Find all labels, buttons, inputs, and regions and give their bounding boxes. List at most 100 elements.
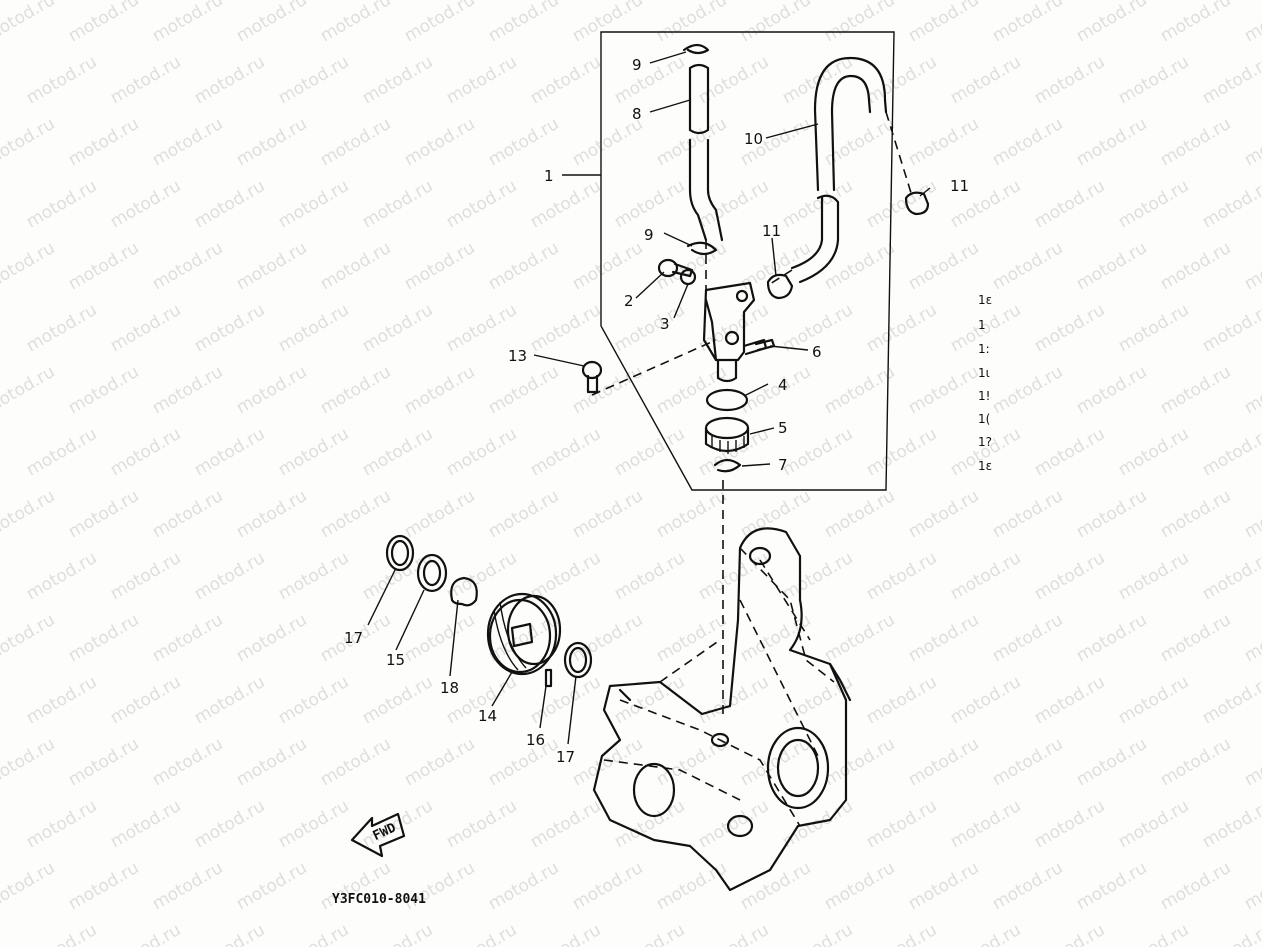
watermark-text: motod.ru (611, 424, 689, 480)
watermark-text: motod.ru (149, 362, 227, 418)
watermark-text: motod.ru (107, 176, 185, 232)
label-2: 2 (624, 292, 634, 310)
watermark-text: motod.ru (191, 424, 269, 480)
watermark-text: motod.ru (1031, 52, 1109, 108)
watermark-text: motod.ru (1241, 486, 1262, 542)
watermark-text: motod.ru (191, 176, 269, 232)
watermark-text: motod.ru (1157, 362, 1235, 418)
watermark-text: motod.ru (527, 424, 605, 480)
watermark-text: motod.ru (569, 610, 647, 666)
watermark-text: motod.ru (1241, 0, 1262, 46)
watermark-text: motod.ru (779, 424, 857, 480)
watermark-text: motod.ru (1031, 920, 1109, 947)
label-11-right: 11 (950, 177, 969, 195)
watermark-text: motod.ru (1241, 610, 1262, 666)
watermark-text: motod.ru (527, 176, 605, 232)
watermark-text: motod.ru (1031, 548, 1109, 604)
watermark-text: motod.ru (401, 486, 479, 542)
watermark-text: motod.ru (779, 548, 857, 604)
watermark-text: motod.ru (569, 0, 647, 46)
hose-8 (688, 63, 724, 242)
watermark-text: motod.ru (401, 610, 479, 666)
watermark-text: motod.ru (485, 362, 563, 418)
watermark-text: motod.ru (989, 486, 1067, 542)
watermark-text: motod.ru (443, 52, 521, 108)
oil-pump-body (702, 281, 768, 383)
watermark-text: motod.ru (191, 300, 269, 356)
watermark-text: motod.ru (191, 548, 269, 604)
watermark-text: motod.ru (0, 486, 59, 542)
watermark-text: motod.ru (989, 362, 1067, 418)
watermark-text: motod.ru (947, 52, 1025, 108)
watermark-text: motod.ru (23, 672, 101, 728)
watermark-text: motod.ru (527, 52, 605, 108)
label-3: 3 (660, 315, 670, 333)
watermark-text: motod.ru (401, 734, 479, 790)
watermark-text: motod.ru (1073, 610, 1151, 666)
watermark-text: motod.ru (569, 486, 647, 542)
watermark-text: motod.ru (233, 858, 311, 914)
grommet-11-a (766, 273, 794, 300)
watermark-text: motod.ru (989, 114, 1067, 170)
watermark-text: motod.ru (737, 362, 815, 418)
side-list-item: 1( (978, 412, 990, 426)
watermark-text: motod.ru (65, 0, 143, 46)
label-15: 15 (386, 651, 405, 669)
watermark-text: motod.ru (1157, 610, 1235, 666)
assembly-outline (600, 31, 895, 491)
watermark-text: motod.ru (1241, 114, 1262, 170)
grommet-11-b (904, 191, 930, 216)
watermark-text: motod.ru (317, 362, 395, 418)
label-9-top: 9 (632, 56, 642, 74)
watermark-text: motod.ru (695, 796, 773, 852)
watermark-text: motod.ru (23, 300, 101, 356)
watermark-text: motod.ru (485, 0, 563, 46)
watermark-text: motod.ru (107, 424, 185, 480)
watermark-text: motod.ru (485, 114, 563, 170)
watermark-text: motod.ru (401, 0, 479, 46)
watermark-text: motod.ru (863, 672, 941, 728)
watermark-text: motod.ru (0, 362, 59, 418)
watermark-text: motod.ru (107, 52, 185, 108)
watermark-text: motod.ru (443, 424, 521, 480)
watermark-text: motod.ru (821, 238, 899, 294)
side-list-item: 1ι (978, 366, 990, 380)
watermark-text: motod.ru (947, 672, 1025, 728)
watermark-text: motod.ru (737, 0, 815, 46)
label-11-lower: 11 (762, 222, 781, 240)
watermark-text: motod.ru (611, 300, 689, 356)
watermark-text: motod.ru (275, 672, 353, 728)
watermark-text: motod.ru (1157, 0, 1235, 46)
label-14: 14 (478, 707, 497, 725)
watermark-text: motod.ru (779, 920, 857, 947)
watermark-text: motod.ru (65, 486, 143, 542)
centerline-hose-10-lower (769, 269, 793, 285)
watermark-text: motod.ru (191, 920, 269, 947)
watermark-text: motod.ru (65, 114, 143, 170)
watermark-text: motod.ru (191, 796, 269, 852)
watermark-text: motod.ru (611, 176, 689, 232)
watermark-text: motod.ru (1031, 176, 1109, 232)
watermark-text: motod.ru (23, 424, 101, 480)
watermark-text: motod.ru (905, 610, 983, 666)
watermark-text: motod.ru (821, 858, 899, 914)
watermark-text: motod.ru (1199, 548, 1262, 604)
watermark-text: motod.ru (989, 858, 1067, 914)
watermark-text: motod.ru (1241, 238, 1262, 294)
watermark-text: motod.ru (233, 610, 311, 666)
watermark-text: motod.ru (65, 610, 143, 666)
watermark-text: motod.ru (233, 114, 311, 170)
watermark-text: motod.ru (653, 610, 731, 666)
diagram-code: Y3FC010-8041 (332, 892, 426, 907)
watermark-text: motod.ru (527, 796, 605, 852)
side-list-item: 1ε (978, 459, 992, 473)
watermark-text: motod.ru (1031, 796, 1109, 852)
watermark-text: motod.ru (65, 362, 143, 418)
watermark-text: motod.ru (527, 672, 605, 728)
watermark-text: motod.ru (485, 858, 563, 914)
watermark-text: motod.ru (65, 238, 143, 294)
watermark-text: motod.ru (149, 238, 227, 294)
watermark-text: motod.ru (1115, 176, 1193, 232)
washer-15 (416, 553, 448, 593)
watermark-text: motod.ru (443, 796, 521, 852)
